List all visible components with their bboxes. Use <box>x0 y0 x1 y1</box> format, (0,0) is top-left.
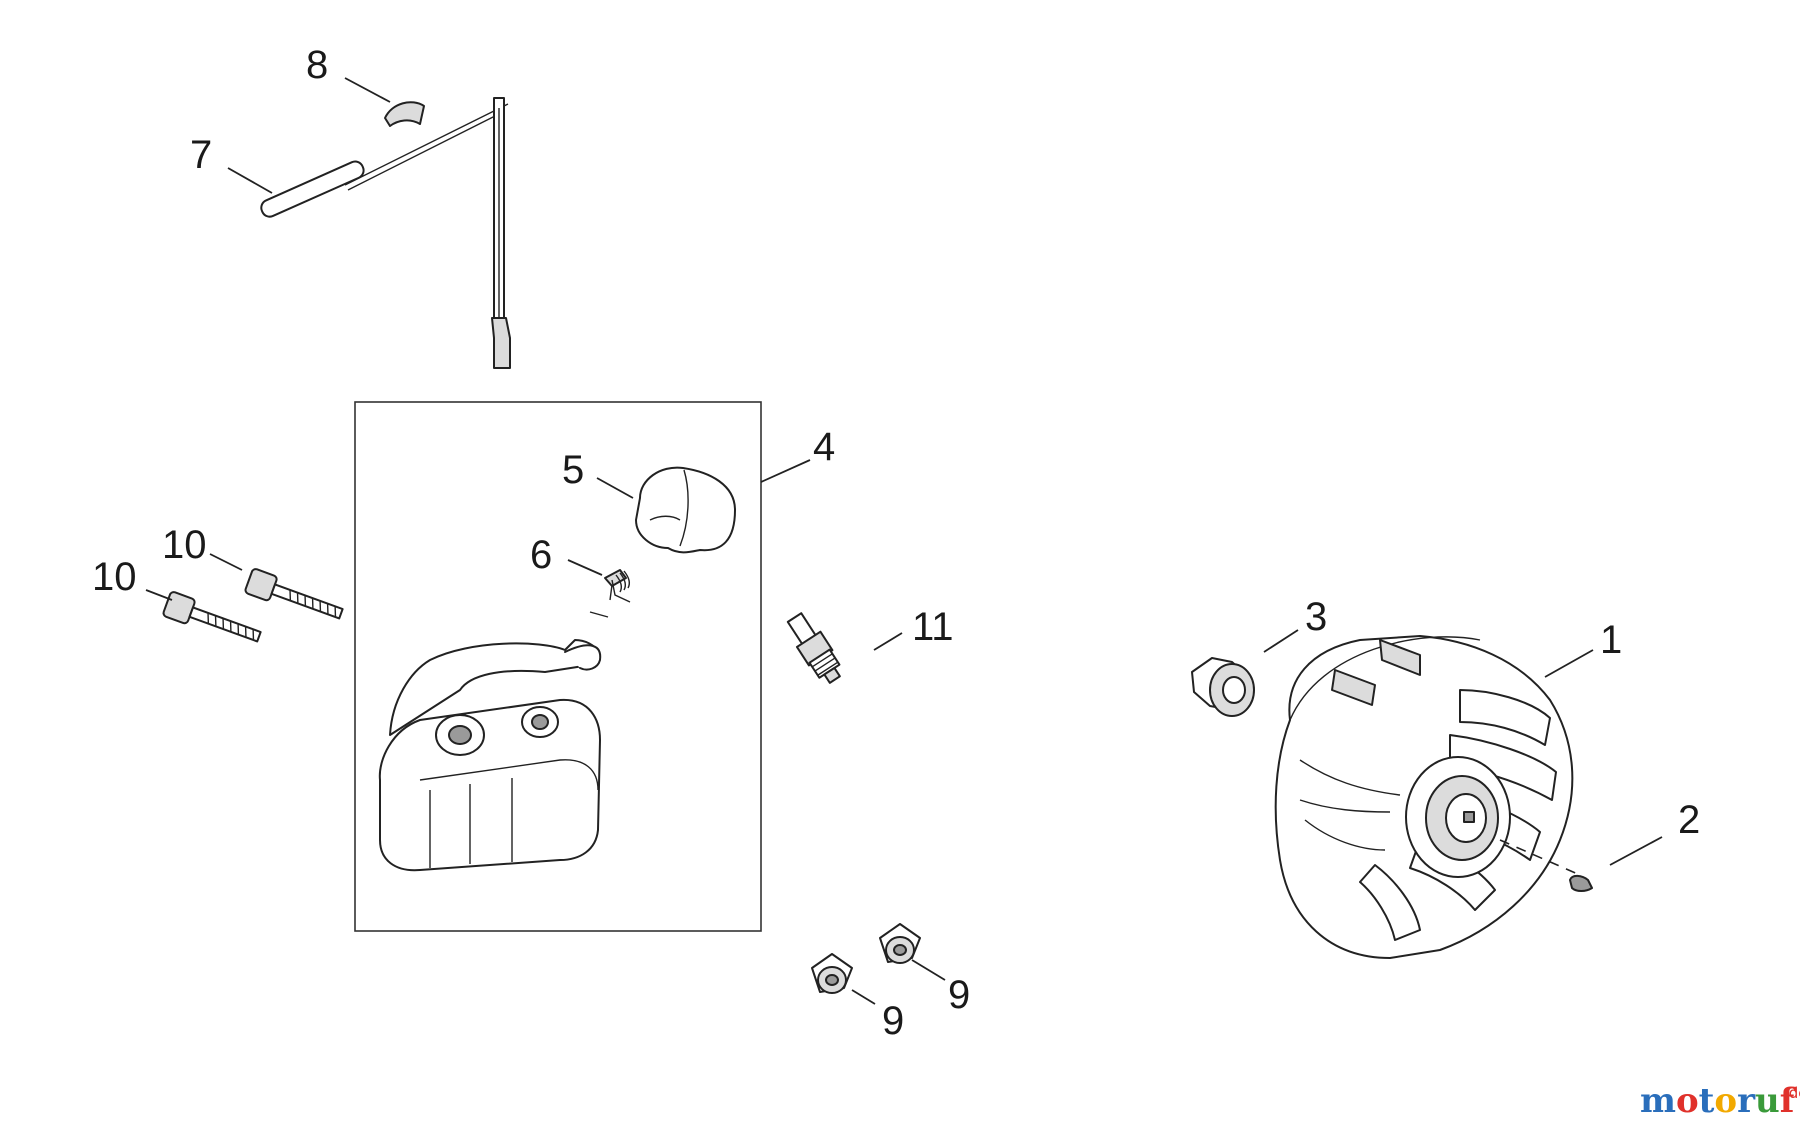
part-7-ignition-wire <box>260 97 511 369</box>
part-10-bolt-upper <box>244 568 344 620</box>
callout-6: 6 <box>530 533 552 577</box>
part-10-bolt-lower <box>162 591 262 643</box>
part-9-spacer-upper <box>879 923 921 964</box>
part-11-spark-plug <box>786 612 841 684</box>
part-4-assembly-frame <box>354 401 762 932</box>
callout-11: 11 <box>912 605 954 649</box>
part-9-spacer-lower <box>811 953 853 994</box>
part-5-spark-plug-boot <box>635 466 736 554</box>
callout-7: 7 <box>190 133 212 177</box>
part-3-flywheel-nut <box>1191 657 1255 717</box>
callout-5: 5 <box>562 448 584 492</box>
watermark-suffix: .de <box>1784 1084 1800 1102</box>
leader-lines <box>145 77 1663 1005</box>
callout-10-lower: 10 <box>92 555 137 599</box>
callout-1: 1 <box>1600 618 1622 662</box>
part-6-spring <box>589 569 631 618</box>
watermark-text: motoruf <box>1640 1081 1797 1121</box>
part-2-woodruff-key <box>1569 874 1593 892</box>
callout-2: 2 <box>1678 798 1700 842</box>
callout-4: 4 <box>813 425 835 469</box>
callout-3: 3 <box>1305 595 1327 639</box>
watermark-logo: motoruf .de <box>1640 1081 1800 1121</box>
callout-8: 8 <box>306 43 328 87</box>
callout-9-upper: 9 <box>948 973 970 1017</box>
callout-10-upper: 10 <box>162 523 207 567</box>
callout-labels: 8 7 4 5 6 10 10 11 3 1 2 9 9 <box>92 43 1700 1043</box>
ignition-coil-module <box>378 639 602 872</box>
callout-9-lower: 9 <box>882 999 904 1043</box>
part-8-wire-clip <box>384 101 425 127</box>
part-1-flywheel <box>1274 635 1581 959</box>
